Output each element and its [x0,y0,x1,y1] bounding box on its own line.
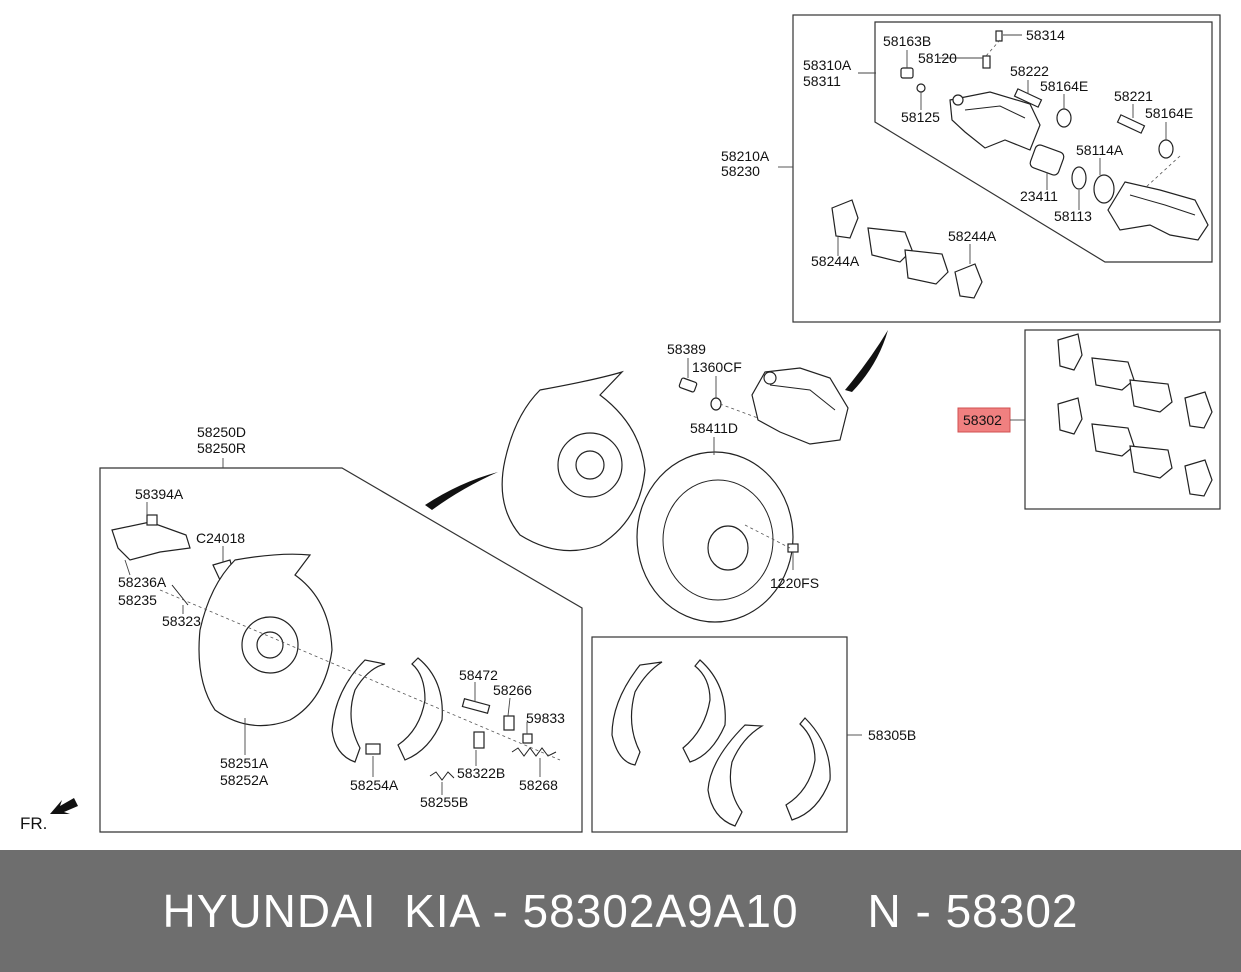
footer-text: HYUNDAI KIA - 58302A9A10 N - 58302 [162,885,1079,937]
label-58230: 58230 [721,163,760,179]
label-58389: 58389 [667,341,706,357]
pad-clip-icon [831,199,859,239]
brake-pad-icon [867,227,949,285]
label-58244A-2: 58244A [811,253,860,269]
label-58250R: 58250R [197,440,246,456]
dust-boot-icon [1093,174,1115,204]
caliper-inner-frame [874,21,1213,263]
label-C24018: C24018 [196,530,245,546]
drum-brake-box [99,467,583,833]
label-58310A: 58310A [803,57,852,73]
label-58164E-1: 58164E [1040,78,1088,94]
washer-icon [710,397,722,411]
label-58222: 58222 [1010,63,1049,79]
pointer-slash-2 [425,472,498,510]
label-58125: 58125 [901,109,940,125]
label-58221: 58221 [1114,88,1153,104]
footer-banner: HYUNDAI KIA - 58302A9A10 N - 58302 [0,850,1241,972]
label-58114A: 58114A [1076,142,1124,158]
hold-down-spring-icon [429,771,455,781]
retainer-icon [503,715,515,731]
bleeder-cap-icon [982,55,991,69]
shoe-set-icon [611,659,831,827]
label-58235: 58235 [118,592,157,608]
label-58266: 58266 [493,682,532,698]
bolt-icon [146,514,158,526]
label-58472: 58472 [459,667,498,683]
label-58268: 58268 [519,777,558,793]
parking-brake-bracket-icon [111,521,191,561]
piston-icon [1029,144,1065,176]
guide-pin-icon [1013,88,1043,108]
label-58411D: 58411D [690,420,738,436]
label-58164E-2: 58164E [1145,105,1193,121]
label-58163B: 58163B [883,33,931,49]
boot-2-icon [1158,139,1174,159]
guide-bolt-small-icon [916,83,926,93]
label-58252A: 58252A [220,772,269,788]
label-58254A: 58254A [350,777,399,793]
label-1360CF: 1360CF [692,359,742,375]
brake-rotor-icon [636,451,794,623]
brake-shoe-2-icon [397,657,443,761]
label-58250D: 58250D [197,424,246,440]
label-58314: 58314 [1026,27,1065,43]
pin-icon [171,584,189,606]
caliper-assembly-icon [751,367,849,445]
label-58394A: 58394A [135,486,184,502]
piston-seal-icon [1071,166,1087,190]
wheel-cylinder-icon [365,743,381,755]
label-23411: 23411 [1020,188,1058,204]
caliper-bolt-icon [678,377,698,393]
bleeder-screw-icon [995,30,1003,42]
label-58113: 58113 [1054,208,1092,224]
strut-icon [473,731,485,749]
label-58302: 58302 [963,412,1002,428]
pointer-slash-1 [845,330,888,392]
exploded-parts-diagram: 58314 58163B 58120 58310A 58311 58222 58… [20,14,1221,833]
boot-icon [1056,108,1072,128]
label-58305B: 58305B [868,727,916,743]
pad-set-icon [1057,333,1213,497]
label-58236A: 58236A [118,574,167,590]
adjuster-icon [461,698,491,714]
label-1220FS: 1220FS [770,575,819,591]
spring-clip-icon [522,733,533,744]
guide-bolt-icon [900,67,914,79]
pad-set-box [1024,329,1221,510]
highlight-58302 [957,407,1011,433]
label-58244A-1: 58244A [948,228,997,244]
front-direction-arrow-icon [50,798,78,814]
caliper-detail-box [792,14,1221,323]
label-59833: 59833 [526,710,565,726]
label-58251A: 58251A [220,755,269,771]
pad-clip-2-icon [954,263,983,299]
label-58322B: 58322B [457,765,505,781]
caliper-bracket-icon [1107,181,1209,241]
label-58323: 58323 [162,613,201,629]
label-58120: 58120 [918,50,957,66]
label-58210A: 58210A [721,148,770,164]
label-58255B: 58255B [420,794,468,810]
backing-plate-lower-icon [198,553,333,727]
label-fr: FR. [20,814,47,833]
shoe-set-box [591,636,848,833]
caliper-housing-icon [949,91,1041,151]
backing-plate-icon [501,370,646,552]
label-58311: 58311 [803,73,841,89]
guide-pin-2-icon [1116,114,1146,134]
spring-icon [511,747,557,757]
